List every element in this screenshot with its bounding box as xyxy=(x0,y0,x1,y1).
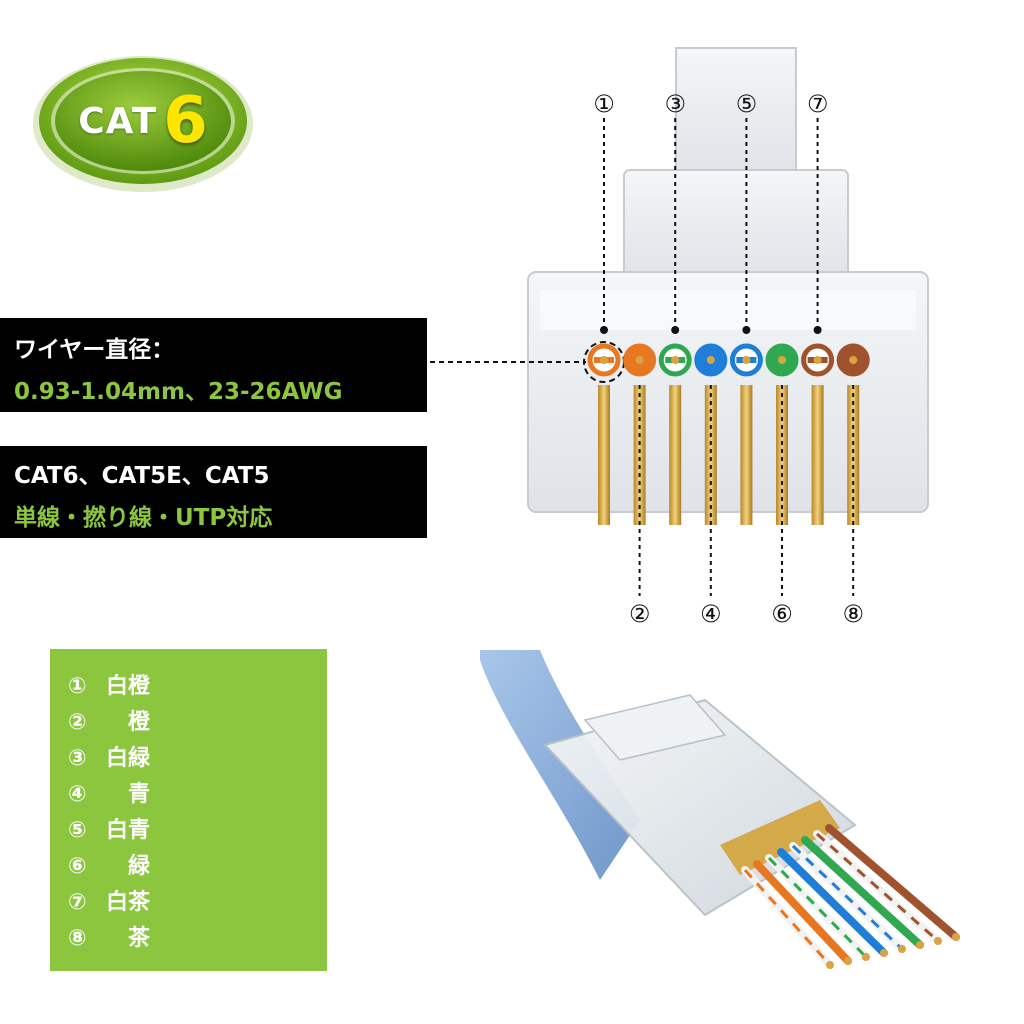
legend-number: ④ xyxy=(68,782,87,807)
cable-jacket xyxy=(480,650,640,880)
wire-spec-box: ワイヤー直径： 0.93-1.04mm、23-26AWG xyxy=(0,318,427,412)
photo-wire-tip-6 xyxy=(916,941,924,949)
badge-number: 6 xyxy=(163,84,208,158)
photo-wire-tip-1 xyxy=(826,961,834,969)
exposed-wires xyxy=(741,824,960,969)
legend-label: 白茶 xyxy=(106,890,151,915)
photo-wire-tip-3 xyxy=(862,953,870,961)
plug-latch xyxy=(583,694,727,761)
cat6-badge: CAT 6 xyxy=(28,46,258,196)
pin-number-label-5: ⑤ xyxy=(736,90,758,118)
gold-contact-1 xyxy=(598,385,610,525)
gold-contact-3 xyxy=(669,385,682,525)
legend-number: ⑦ xyxy=(68,890,87,915)
photo-wire-4 xyxy=(777,848,888,957)
rj45-connector-diagram: ① ② ③ ④ ⑤ ⑥ ⑦ ⑧ xyxy=(430,47,929,628)
pin-guide-dot-1 xyxy=(600,326,608,334)
wire-core-6 xyxy=(778,356,786,364)
photo-wire-stripe-3 xyxy=(767,856,868,959)
legend-item: ③ 白緑 xyxy=(68,741,150,777)
wire-core-5 xyxy=(742,356,751,364)
badge-text: CAT 6 xyxy=(28,46,258,196)
legend-number: ③ xyxy=(68,746,87,771)
legend-number: ① xyxy=(68,674,87,699)
photo-wire-tip-5 xyxy=(898,945,906,953)
legend-number: ⑥ xyxy=(68,854,87,879)
wire-core-8 xyxy=(849,356,858,364)
legend-label: 白青 xyxy=(106,818,151,843)
compat-title: CAT6、CAT5E、CAT5 xyxy=(14,463,270,489)
photo-wire-stripe-7 xyxy=(816,832,939,943)
legend-label: 白橙 xyxy=(106,674,151,699)
photo-wire-stripe-5 xyxy=(791,844,904,951)
legend-item: ① 白橙 xyxy=(68,669,150,705)
pin-number-label-2: ② xyxy=(629,600,651,628)
legend-item: ④ 青 xyxy=(68,777,150,813)
wire-core-1 xyxy=(600,356,608,364)
pin-number-label-3: ③ xyxy=(664,90,686,118)
pin-number-label-4: ④ xyxy=(700,600,722,628)
latch-tab xyxy=(675,47,797,179)
pin-guide-dot-7 xyxy=(813,326,822,334)
photo-wire-stripe-1 xyxy=(743,868,832,967)
gold-contact-7 xyxy=(811,385,824,525)
legend-item: ⑧ 茶 xyxy=(68,921,150,957)
legend-number: ⑧ xyxy=(68,926,87,951)
photo-wire-tip-7 xyxy=(934,937,942,945)
compat-value: 単線・撚り線・UTP対応 xyxy=(14,505,273,531)
pin-number-label-8: ⑧ xyxy=(842,600,864,628)
legend-label: 青 xyxy=(106,782,151,807)
legend-label: 白緑 xyxy=(106,746,151,771)
pins-layer xyxy=(587,343,870,525)
gold-contact-4 xyxy=(704,385,717,525)
legend-label: 茶 xyxy=(106,926,151,951)
legend-number: ② xyxy=(68,710,87,735)
wire-core-7 xyxy=(813,356,822,364)
legend-label: 橙 xyxy=(106,710,151,735)
wire-core-3 xyxy=(671,356,680,364)
photo-wire-2 xyxy=(753,860,852,965)
legend-item: ② 橙 xyxy=(68,705,150,741)
wire-spec-title: ワイヤー直径： xyxy=(14,337,175,363)
pin-guide-dot-5 xyxy=(742,326,751,334)
photo-wire-tip-8 xyxy=(952,933,960,941)
gold-contact-5 xyxy=(740,385,753,525)
photo-wire-tip-4 xyxy=(880,949,888,957)
legend-item: ⑤ 白青 xyxy=(68,813,150,849)
pin-number-label-6: ⑥ xyxy=(771,600,793,628)
connector-top xyxy=(623,169,849,281)
pin-number-label-1: ① xyxy=(593,90,615,118)
photo-wire-6 xyxy=(801,836,924,949)
legend-number: ⑤ xyxy=(68,818,87,843)
legend-label: 緑 xyxy=(106,854,151,879)
pin-labels-layer: ① ② ③ ④ ⑤ ⑥ ⑦ ⑧ xyxy=(593,90,864,628)
gold-contact-6 xyxy=(776,385,788,525)
plug-photo xyxy=(480,650,960,969)
photo-wire-tip-2 xyxy=(844,957,852,965)
gold-contact-2 xyxy=(633,385,646,525)
connector-body xyxy=(527,271,929,513)
wire-spec-value: 0.93-1.04mm、23-26AWG xyxy=(14,379,343,405)
compat-box: CAT6、CAT5E、CAT5 単線・撚り線・UTP対応 xyxy=(0,446,427,538)
wire-core-4 xyxy=(706,356,715,364)
badge-word: CAT xyxy=(78,100,158,142)
plug-contacts xyxy=(720,800,840,875)
pin-guide-dot-3 xyxy=(671,326,680,334)
body-highlight xyxy=(540,290,916,330)
legend-item: ⑦ 白茶 xyxy=(68,885,150,921)
photo-wire-8 xyxy=(825,824,960,941)
gold-contact-8 xyxy=(847,385,860,525)
badge-ellipse xyxy=(33,56,253,192)
pin-number-label-7: ⑦ xyxy=(807,90,829,118)
wire-core-2 xyxy=(635,356,644,364)
legend-item: ⑥ 緑 xyxy=(68,849,150,885)
